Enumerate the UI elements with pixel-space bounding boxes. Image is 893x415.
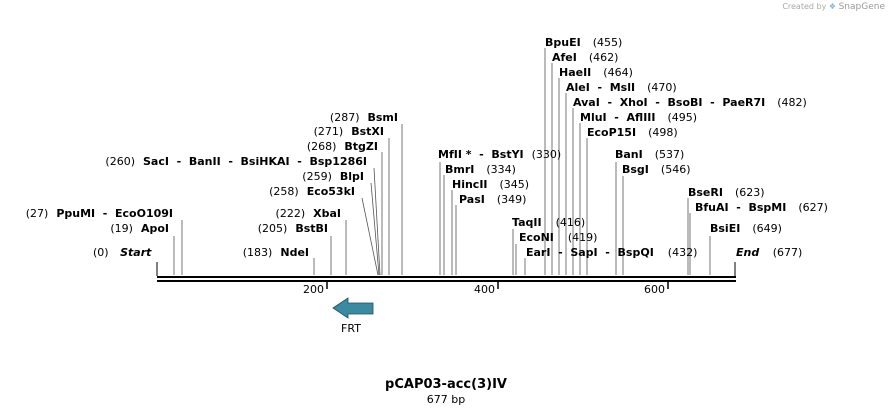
map-length: 677 bp: [427, 393, 465, 406]
site-bani[interactable]: BanI(537): [615, 148, 684, 161]
site-ecop15i[interactable]: EcoP15I(498): [587, 126, 678, 139]
credit-brand: SnapGene: [838, 2, 885, 12]
start-pos: (0): [93, 246, 109, 259]
site-ndei[interactable]: (183)NdeI: [243, 246, 309, 259]
site-eco53ki[interactable]: (258)Eco53kI: [269, 185, 355, 198]
site-afei[interactable]: AfeI(462): [552, 51, 618, 64]
leader-lines: [173, 48, 711, 276]
end-pos: (677): [773, 246, 803, 259]
site-pasi[interactable]: PasI(349): [459, 193, 526, 206]
end-label: End (677): [736, 246, 802, 259]
frt-feature-label: FRT: [341, 322, 361, 335]
snapgene-logo-icon: ❖: [828, 2, 837, 11]
site-bsmi[interactable]: (287)BsmI: [330, 111, 398, 124]
site-btgzi[interactable]: (268)BtgZI: [307, 140, 378, 153]
site-mfli-group[interactable]: MfII * - BstYI(330): [438, 148, 561, 161]
map-title: pCAP03-acc(3)IV: [385, 377, 507, 392]
tick-label-600: 600: [644, 283, 665, 296]
site-haeii[interactable]: HaeII(464): [559, 66, 633, 79]
start-name: Start: [120, 246, 152, 259]
site-mlui-afliii[interactable]: MluI - AflIII(495): [580, 111, 697, 124]
site-econi[interactable]: EcoNI(419): [519, 231, 597, 244]
site-eari-group[interactable]: EarI - SapI - BspQI(432): [526, 246, 697, 259]
snapgene-credit: Created by ❖ SnapGene: [782, 2, 885, 12]
backbone-bottom-strand: [157, 280, 736, 282]
site-bfuai-group[interactable]: BfuAI - BspMI(627): [695, 201, 828, 214]
site-bstxi[interactable]: (271)BstXI: [314, 125, 384, 138]
site-bstbi[interactable]: (205)BstBI: [258, 222, 328, 235]
site-bmri[interactable]: BmrI(334): [445, 163, 516, 176]
site-blpi[interactable]: (259)BlpI: [302, 170, 364, 183]
site-saci-group[interactable]: (260)SacI - BanII - BsiHKAI - Bsp1286I: [105, 155, 367, 168]
start-label: (0) Start: [93, 246, 152, 259]
credit-prefix: Created by: [782, 2, 827, 11]
site-bsiei[interactable]: BsiEI(649): [710, 222, 782, 235]
site-hincii[interactable]: HincII(345): [452, 178, 529, 191]
tick-label-400: 400: [474, 283, 495, 296]
site-apoi[interactable]: (19)ApoI: [110, 222, 169, 235]
site-bsgi[interactable]: BsgI(546): [622, 163, 691, 176]
end-name: End: [736, 246, 759, 259]
tick-label-200: 200: [303, 283, 324, 296]
site-taqii[interactable]: TaqII(416): [512, 216, 585, 229]
site-xbai[interactable]: (222)XbaI: [276, 207, 341, 220]
site-alei-msli[interactable]: AleI - MslI(470): [566, 81, 677, 94]
backbone-top-strand: [157, 276, 736, 278]
site-bpuei[interactable]: BpuEI(455): [545, 36, 622, 49]
frt-feature-arrow[interactable]: [332, 297, 374, 319]
site-avai-group[interactable]: AvaI - XhoI - BsoBI - PaeR7I(482): [573, 96, 807, 109]
site-bseri[interactable]: BseRI(623): [688, 186, 765, 199]
site-ppumi-group[interactable]: (27)PpuMI - EcoO109I: [26, 207, 173, 220]
